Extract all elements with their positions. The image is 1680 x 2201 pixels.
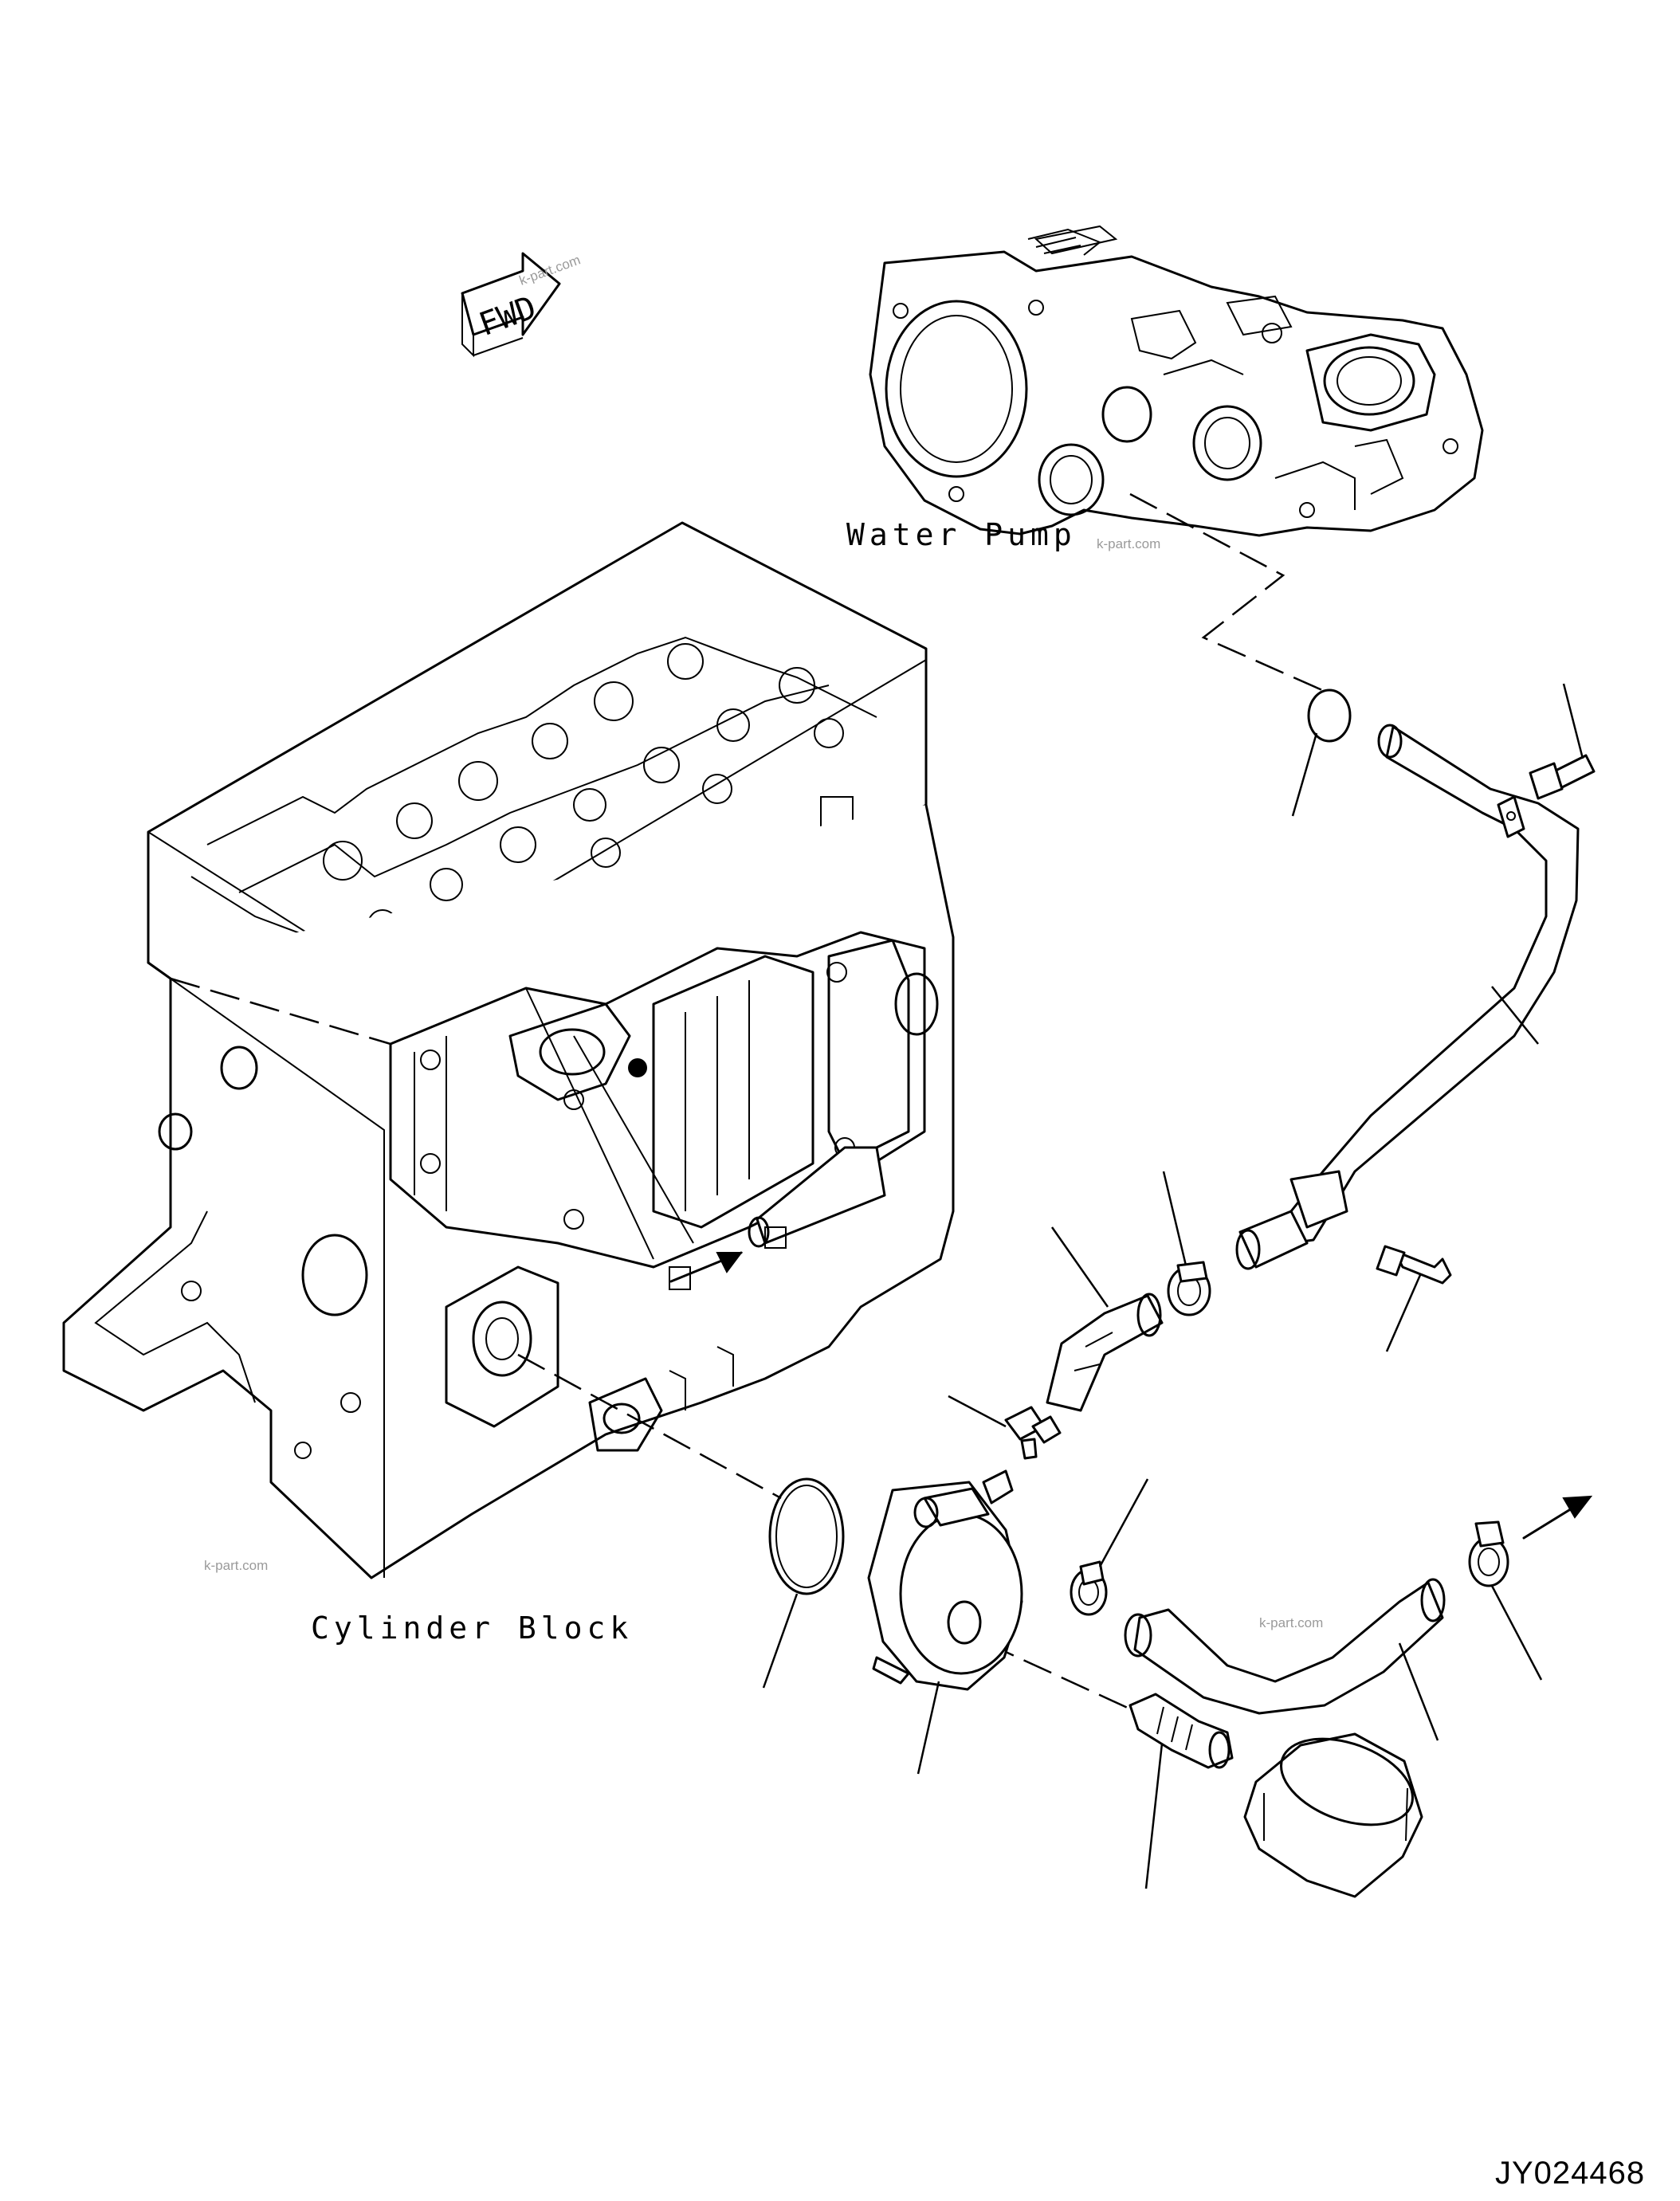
watermark-text: k-part.com [204,1558,268,1573]
forward-arrow-icon: FWD [461,252,561,358]
rubber-hose-lower-part [1124,1578,1446,1741]
cooler-bolt-part [1129,1693,1234,1889]
diagram-code-label: JY024468 [1495,2156,1645,2191]
watermark-text: k-part.com [1097,536,1160,551]
cylinder-block-label: Cylinder Block [311,1611,633,1646]
oil-filter-part [1243,1732,1423,1898]
gasket-part [1291,689,1352,817]
pipe-bolt-lower-part [1376,1245,1452,1352]
o-ring-part [762,1477,845,1689]
oil-cooler-part [867,1469,1023,1775]
water-pump-drawing: Water Pump [846,225,1484,552]
hose-clamp-right-part [1468,1520,1543,1681]
block-connection-line [517,1353,782,1500]
water-pump-label: Water Pump [846,517,1077,552]
hose-clamp-upper-part [1162,1171,1211,1316]
rubber-hose-upper-part [1046,1226,1164,1412]
cylinder-block-drawing: Cylinder Block [62,521,955,1646]
watermark-text: k-part.com [1259,1615,1323,1630]
pipe-bolt-top-part [1529,683,1596,800]
connector-fitting-part [948,1395,1062,1460]
water-pump-connection-line [1129,492,1330,695]
flow-arrow-icon [1522,1495,1593,1540]
head-center-line [170,977,391,1046]
water-pipe-upper-part [1235,724,1580,1270]
hose-clamp-small-part [1070,1478,1149,1616]
cooler-bolt-line [948,1624,1140,1715]
